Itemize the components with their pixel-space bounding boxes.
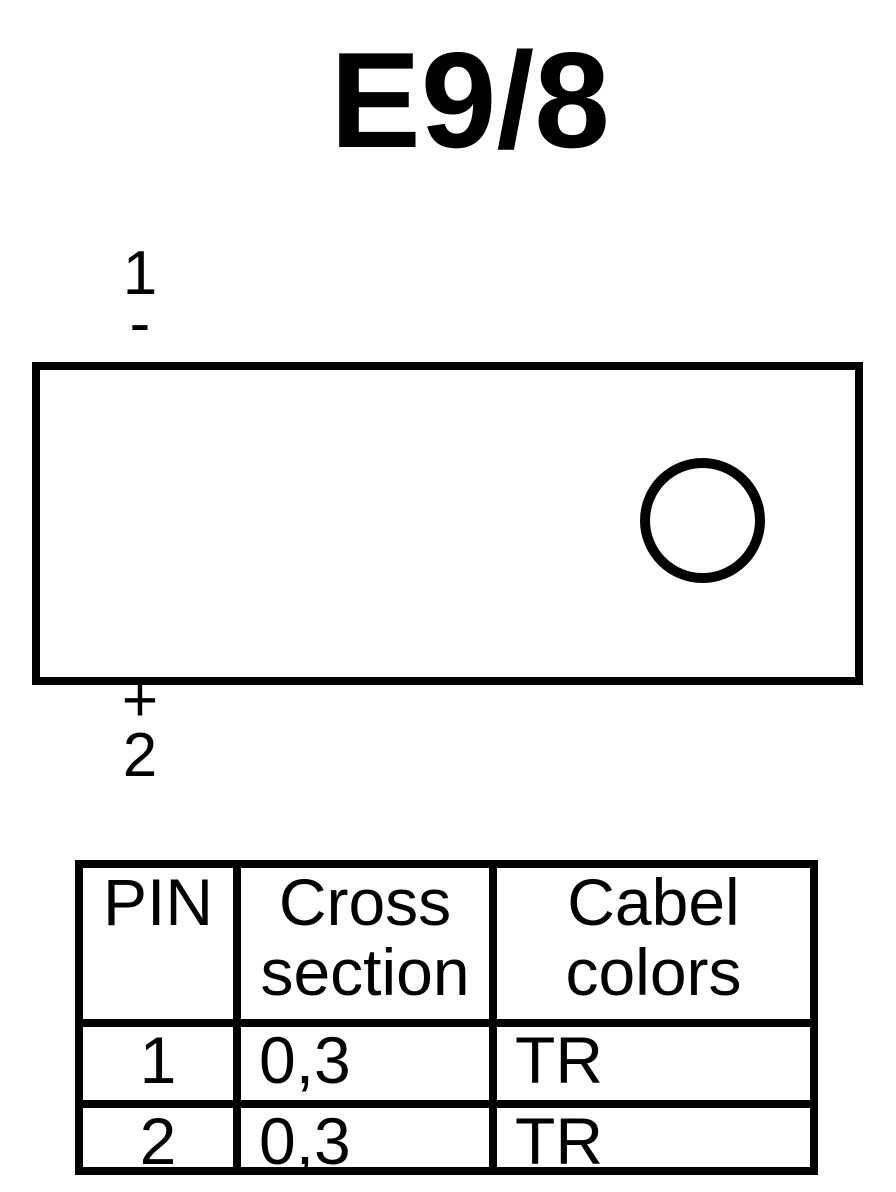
- pin-2-number-label: 2: [122, 721, 158, 790]
- table-cell-row2-cable-color: TR: [515, 1104, 603, 1178]
- header-cell-cable-colors: Cabel colors: [497, 867, 810, 1027]
- pin-1-polarity-minus: -: [129, 289, 151, 358]
- mounting-hole-circle: [640, 458, 765, 583]
- table-cell-row1-cross-section: 0,3: [241, 1027, 497, 1108]
- diagram-title: E9/8: [330, 24, 610, 176]
- header-cell-pin: PIN: [83, 867, 241, 1027]
- table-cell-row2-cross-section: 0,3: [241, 1108, 497, 1174]
- pin-2-polarity-plus: +: [121, 666, 159, 735]
- pin-table: PIN Cross section Cabel colors 1 0,3 TR …: [75, 860, 818, 1175]
- table-cell-row2-pin: 2: [83, 1108, 241, 1174]
- table-cell-row1-cable-color: TR: [497, 1027, 810, 1108]
- header-cell-cross-section: Cross section: [241, 867, 497, 1027]
- pin-1-number-label: 1: [122, 239, 158, 308]
- table-cell-row1-pin: 1: [83, 1027, 241, 1108]
